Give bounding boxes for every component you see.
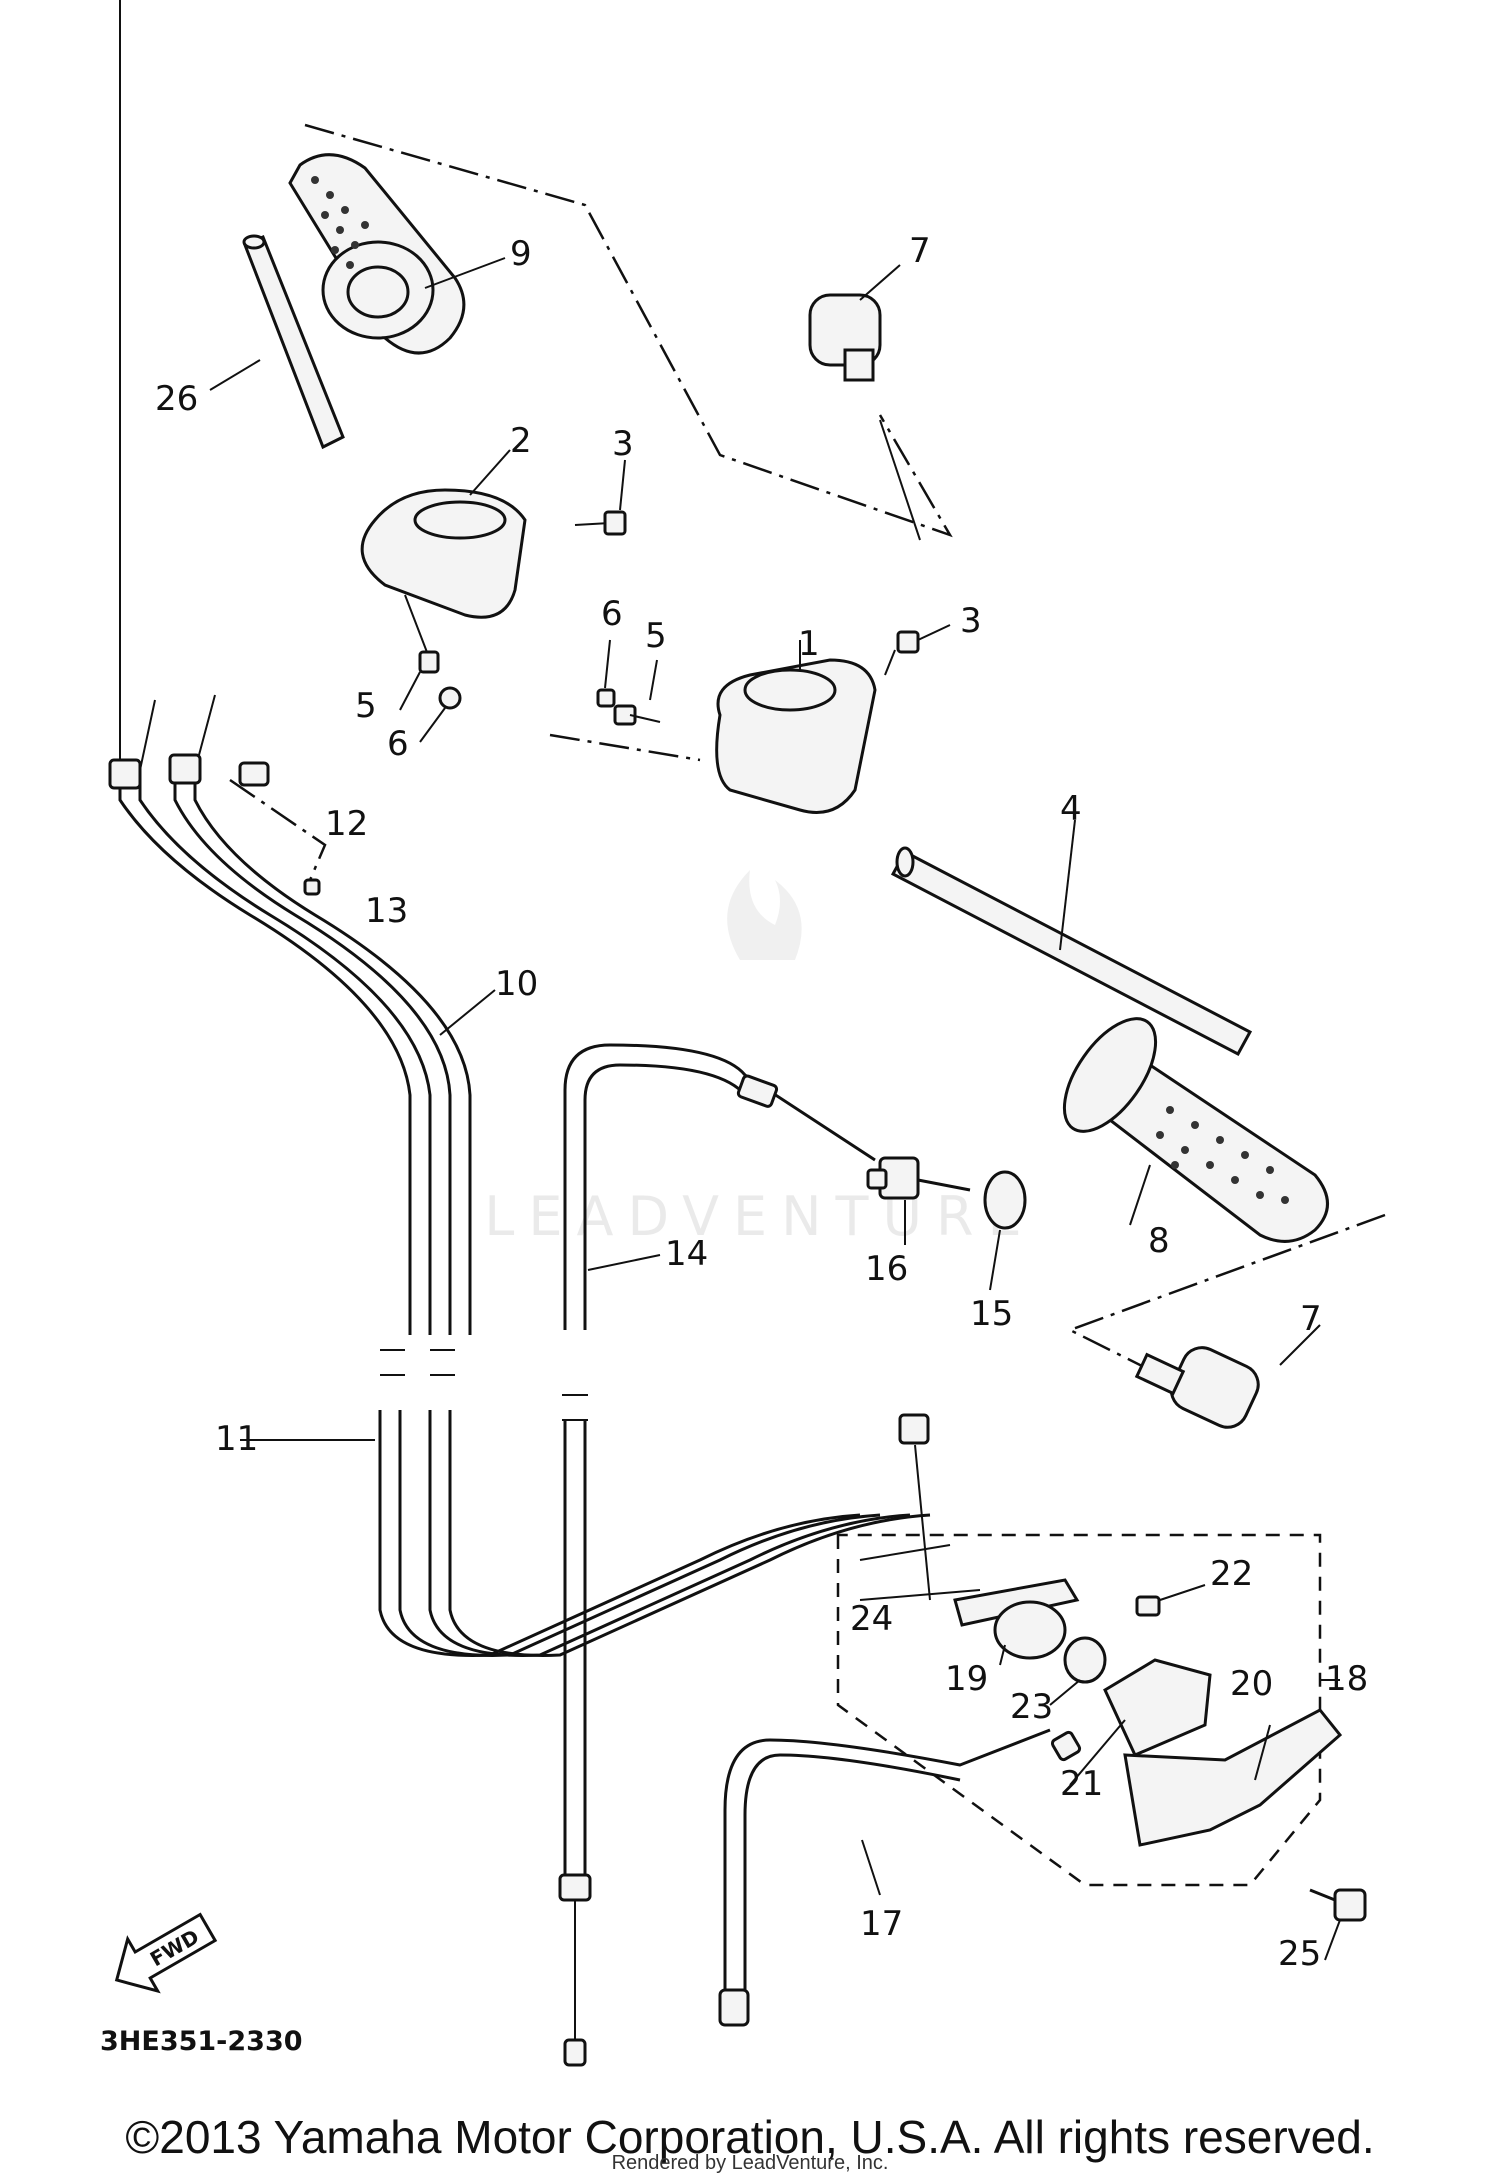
lever-19 <box>953 1578 1080 1660</box>
part-labels: 1 2 3 3 4 5 5 6 6 7 7 8 9 10 11 12 13 14… <box>155 231 1368 1974</box>
bolt-24 <box>898 1413 930 1445</box>
cable-guide-12 <box>238 761 270 787</box>
throttle-cables <box>108 0 981 1657</box>
washer-23 <box>1063 1636 1107 1684</box>
bar-end-top <box>808 293 882 382</box>
clutch-cable-14 <box>558 1043 888 2067</box>
part-label: 1 <box>798 624 820 664</box>
part-label: 20 <box>1230 1664 1273 1704</box>
part-label: 4 <box>1060 789 1082 829</box>
flame-logo-icon <box>727 870 802 960</box>
cable-break-marks <box>380 1349 588 1421</box>
part-label: 9 <box>510 234 532 274</box>
part-label: 22 <box>1210 1554 1253 1594</box>
part-label: 12 <box>325 804 368 844</box>
bracket-20 <box>1123 1708 1343 1847</box>
part-label: 18 <box>1325 1659 1368 1699</box>
nut-6-left <box>438 686 462 710</box>
part-label: 14 <box>665 1234 708 1274</box>
part-label: 11 <box>215 1419 258 1459</box>
part-label: 7 <box>1300 1299 1322 1339</box>
part-label: 7 <box>909 231 931 271</box>
bolt-22 <box>1135 1595 1161 1617</box>
throttle-housing <box>360 488 527 619</box>
bolt-25 <box>1309 1888 1367 1922</box>
cam-21 <box>1103 1658 1212 1757</box>
part-label: 3 <box>612 424 634 464</box>
lever-holder <box>715 658 877 814</box>
right-grip <box>1062 1017 1329 1243</box>
part-label: 5 <box>645 616 667 656</box>
cable-17 <box>718 1728 1082 2027</box>
part-label: 6 <box>601 594 623 634</box>
nut-6-right <box>596 688 616 708</box>
part-label: 5 <box>355 686 377 726</box>
left-grip <box>288 153 466 355</box>
part-label: 24 <box>850 1599 893 1639</box>
part-label: 19 <box>945 1659 988 1699</box>
bar-end-bottom <box>1134 1346 1260 1429</box>
part-label: 15 <box>970 1294 1013 1334</box>
diagram-code: 3HE351-2330 <box>100 2026 303 2057</box>
part-label: 16 <box>865 1249 908 1289</box>
part-label: 6 <box>387 724 409 764</box>
fwd-arrow-icon: FWD <box>114 1912 218 1994</box>
watermark-text: LEADVENTURE <box>484 1185 1035 1248</box>
throttle-tube <box>242 234 345 450</box>
screw-3-right <box>884 630 920 676</box>
part-label: 25 <box>1278 1934 1321 1974</box>
part-label: 8 <box>1148 1221 1170 1261</box>
screw-13 <box>303 878 321 896</box>
guide-line-top <box>304 123 953 538</box>
guide-line-holder-1 <box>549 733 701 762</box>
part-label: 17 <box>860 1904 903 1944</box>
screw-5-right <box>613 704 661 726</box>
part-label: 3 <box>960 601 982 641</box>
part-label: 21 <box>1060 1764 1103 1804</box>
part-label: 23 <box>1010 1687 1053 1727</box>
part-label: 10 <box>495 964 538 1004</box>
copyright-notice: ©2013 Yamaha Motor Corporation, U.S.A. A… <box>125 2111 1375 2163</box>
guide-line-12 <box>229 778 327 881</box>
screw-3-top <box>574 510 627 536</box>
part-label: 26 <box>155 379 198 419</box>
watermark: LEADVENTURE <box>484 870 1035 1248</box>
part-label: 13 <box>365 891 408 931</box>
screw-5-left <box>404 594 440 674</box>
locknut-15 <box>983 1170 1027 1230</box>
leader-lines <box>209 257 1341 1961</box>
handlebar <box>890 846 1253 1057</box>
rendered-by-note: Rendered by LeadVenture, Inc. <box>611 2152 889 2174</box>
part-label: 2 <box>510 421 532 461</box>
adjuster-16 <box>878 1156 971 1200</box>
assembly-18-outline <box>836 1533 1322 1887</box>
